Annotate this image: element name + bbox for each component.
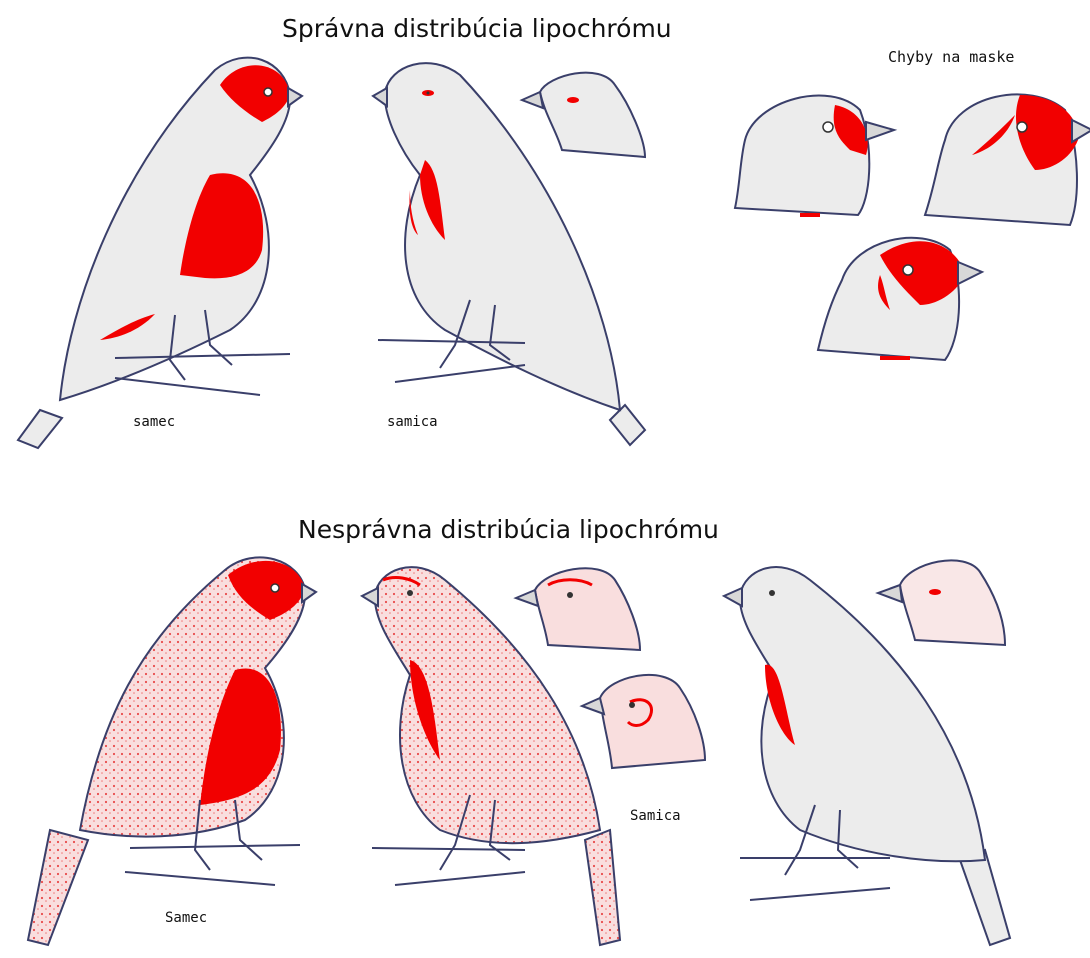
- label-male-incorrect: Samec: [165, 910, 207, 926]
- label-female-incorrect: Samica: [630, 808, 681, 824]
- female-head-incorrect-2: [582, 675, 705, 768]
- bird-male-correct: [18, 58, 302, 448]
- head-incorrect-3: [878, 560, 1005, 645]
- mask-error-head-2: [925, 94, 1090, 225]
- bird-male-incorrect: [28, 557, 316, 945]
- title-incorrect-distribution: Nesprávna distribúcia lipochrómu: [298, 515, 719, 544]
- label-female-correct: samica: [387, 414, 438, 430]
- female-head-correct: [522, 73, 645, 157]
- label-male-correct: samec: [133, 414, 175, 430]
- mask-error-head-1: [735, 96, 894, 215]
- title-correct-distribution: Správna distribúcia lipochrómu: [282, 14, 672, 43]
- mask-error-head-3: [818, 238, 982, 360]
- female-head-incorrect-1: [516, 568, 640, 650]
- label-mask-errors: Chyby na maske: [888, 48, 1014, 66]
